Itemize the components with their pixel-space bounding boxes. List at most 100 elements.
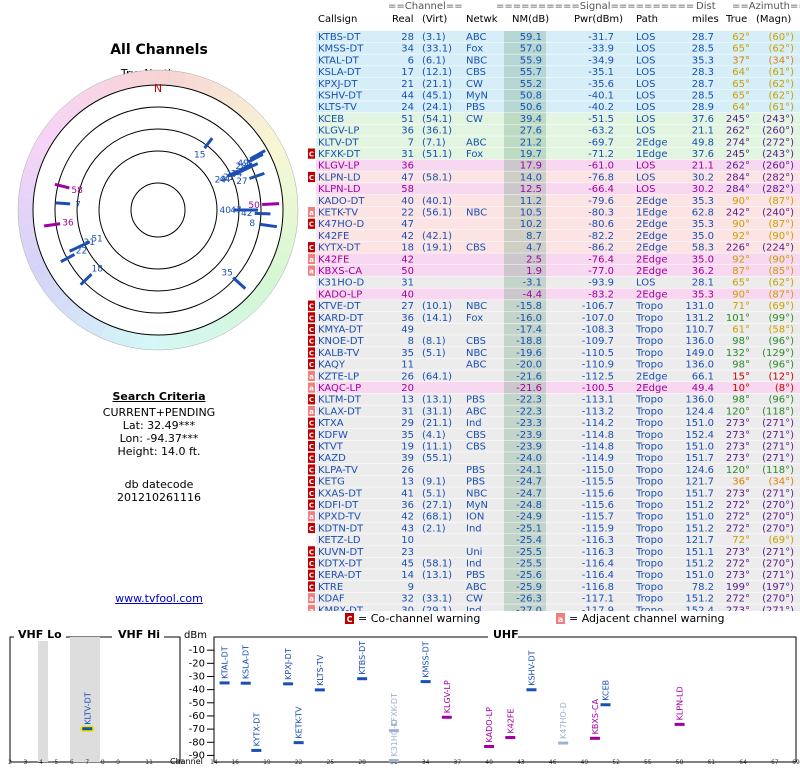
cell-path: 2Edge [636, 231, 668, 242]
spectrum-station-bar[interactable]: KLTV-DT [80, 692, 95, 732]
spectrum-station-bar[interactable]: K31HO-D [388, 720, 399, 763]
table-row[interactable]: aCKUVN-DT23Uni-25.5-116.3Tropo151.1273°(… [308, 545, 800, 558]
cell-dist: 35.3 [692, 196, 714, 207]
table-row[interactable]: aCKDFI-DT36(27.1)MyN-24.8-115.6Tropo151.… [308, 499, 800, 511]
adjacent-channel-warning-icon [308, 593, 315, 604]
cell-nm: -24.1 [516, 465, 542, 476]
cell-path: 2Edge [636, 289, 668, 300]
spectrum-station-bar[interactable]: KMSS-DT [420, 641, 431, 684]
row-background [316, 300, 800, 312]
cell-nm: 50.6 [520, 102, 542, 113]
table-row[interactable]: aCKTVE-DT27(10.1)NBC-15.8-106.7Tropo131.… [308, 300, 800, 312]
bar-mark [283, 682, 294, 686]
compass-ring-2 [54, 106, 262, 314]
spectrum-station-bar[interactable]: KCEB [600, 680, 611, 707]
spectrum-station-bar[interactable]: KSLA-DT [240, 645, 251, 685]
cell-call: KZTE-LP [318, 371, 359, 382]
table-row[interactable]: aCKDTX-DT45(58.1)Ind-25.5-116.4Tropo151.… [308, 557, 800, 570]
cell-pwr: -80.6 [588, 219, 614, 230]
spectrum-station-bar[interactable]: KBXS-CA [589, 699, 600, 740]
compass-station-ray [226, 169, 240, 178]
table-row[interactable]: aCKERA-DT14(13.1)PBS-25.6-116.4Tropo151.… [308, 569, 800, 581]
cell-virt: (14.1) [422, 313, 452, 324]
spectrum-station-bar[interactable]: KLPN-LD [674, 686, 685, 726]
cell-nm: -18.8 [516, 336, 542, 347]
spectrum-station-bar[interactable]: K42FE [505, 708, 516, 740]
cell-path: Tropo [635, 430, 663, 441]
cell-real: 9 [408, 582, 414, 593]
spectrum-station-bar[interactable]: KTBS-DT [357, 641, 368, 681]
cell-net: NBC [466, 488, 487, 499]
cell-true: 274° [726, 137, 750, 148]
compass-rays: 1528341721442449275040474283518225131367… [43, 137, 280, 290]
spectrum-station-bar[interactable]: KLGV-LP [441, 680, 452, 719]
cell-path: LOS [636, 91, 655, 102]
site-link[interactable]: www.tvfool.com [115, 592, 203, 605]
cell-magn: (69°) [768, 301, 794, 312]
spectrum-station-bar[interactable]: KTAL-DT [219, 646, 230, 685]
cell-true: 65° [732, 44, 750, 55]
cell-nm: -25.1 [516, 523, 542, 534]
spectrum-station-bar[interactable]: KYTX-DT [251, 713, 262, 752]
cell-nm: 21.2 [520, 137, 542, 148]
cell-pwr: -116.4 [582, 570, 614, 581]
spectrum-station-bar[interactable]: KETK-TV [293, 706, 304, 745]
cell-virt: (55.1) [422, 453, 452, 464]
spectrum-station-bar[interactable]: KPXJ-DT [283, 648, 294, 686]
row-nm-shade [504, 522, 546, 534]
table-header: ==Channel== ==========Signal========== D… [318, 1, 800, 25]
spectrum-station-bar[interactable]: KFXK-DT [388, 693, 399, 733]
row-nm-shade [504, 253, 546, 265]
cell-magn: (243°) [762, 114, 794, 125]
spectrum-station-bar[interactable]: KLTS-TV [314, 654, 325, 692]
spectrum-station-bar[interactable]: KSHV-DT [526, 650, 537, 692]
spectrum-station-bar[interactable]: K47HO-D [558, 702, 569, 745]
spectrum-station-bar[interactable]: KADO-LP [484, 707, 495, 748]
table-row[interactable]: aCKARD-DT36(14.1)Fox-16.0-107.0Tropo131.… [308, 311, 800, 324]
